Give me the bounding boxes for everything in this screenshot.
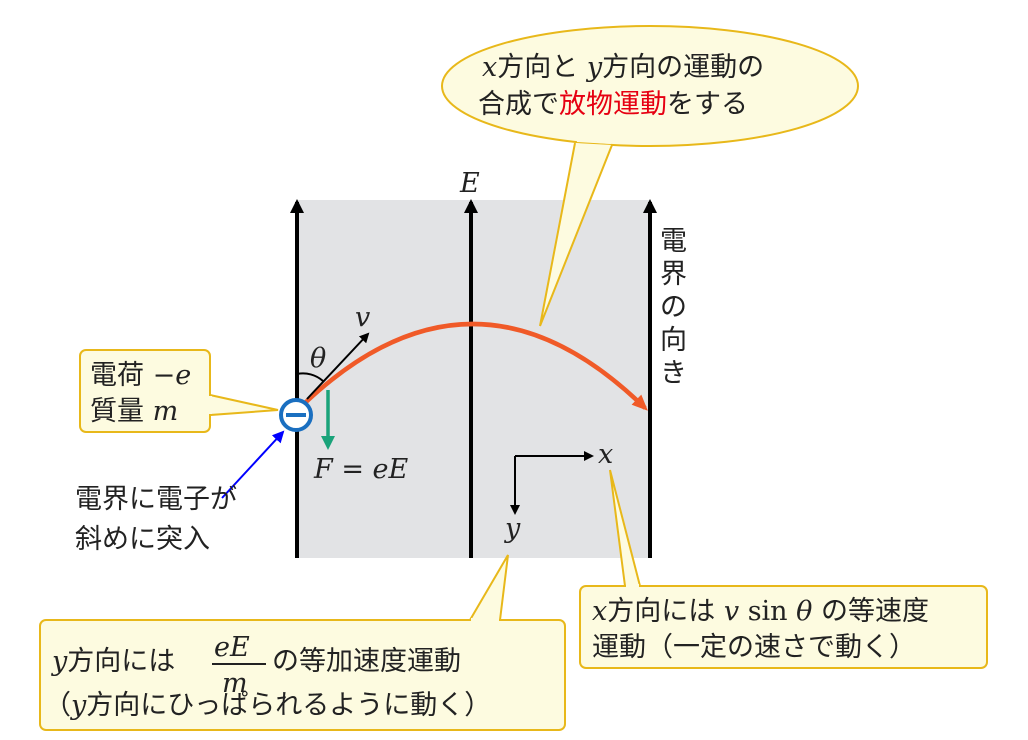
- svg-text:界: 界: [660, 259, 687, 290]
- velocity-label: v: [355, 302, 370, 333]
- svg-text:x方向には v sin θ の等速度: x方向には v sin θ の等速度: [592, 596, 929, 627]
- x-axis-label: x: [598, 439, 613, 470]
- svg-text:質量 m: 質量 m: [90, 396, 178, 427]
- force-label: F = eE: [313, 454, 409, 485]
- svg-text:y方向には: y方向には: [51, 646, 175, 677]
- svg-text:き: き: [660, 358, 687, 389]
- svg-text:電荷 −e: 電荷 −e: [90, 360, 191, 391]
- entry-arrow: [221, 430, 285, 499]
- entry-note-line1: 電界に電子が: [75, 484, 237, 515]
- svg-text:運動（一定の速さで動く）: 運動（一定の速さで動く）: [592, 632, 916, 663]
- svg-text:の等加速度運動: の等加速度運動: [272, 646, 461, 677]
- angle-label: θ: [310, 343, 326, 374]
- field-region: [297, 200, 650, 558]
- svg-text:（y方向にひっぱられるように動く）: （y方向にひっぱられるように動く）: [44, 690, 491, 721]
- field-label: E: [459, 168, 480, 199]
- svg-text:向: 向: [660, 325, 687, 356]
- electron-icon: [279, 398, 313, 432]
- velocity-arrow: [306, 332, 370, 400]
- svg-text:x方向と y方向の運動の: x方向と y方向の運動の: [482, 52, 764, 83]
- svg-text:電: 電: [660, 226, 687, 257]
- field-direction-label: 電 界 の 向 き: [660, 226, 687, 389]
- svg-text:合成で放物運動をする: 合成で放物運動をする: [478, 89, 748, 120]
- y-axis-label: y: [504, 513, 521, 544]
- entry-note-line2: 斜めに突入: [75, 524, 210, 555]
- y-motion-callout: y方向には eE m の等加速度運動 （y方向にひっぱられるように動く）: [39, 554, 566, 731]
- svg-text:m: m: [222, 668, 248, 699]
- parabolic-trajectory: [304, 321, 648, 411]
- charge-callout: 電荷 −e 質量 m: [79, 349, 279, 433]
- angle-arc: [296, 372, 324, 382]
- x-motion-callout: x方向には v sin θ の等速度 運動（一定の速さで動く）: [579, 469, 988, 669]
- parabola-callout: x方向と y方向の運動の 合成で放物運動をする: [441, 25, 859, 327]
- svg-text:eE: eE: [214, 632, 250, 663]
- svg-text:の: の: [660, 292, 687, 323]
